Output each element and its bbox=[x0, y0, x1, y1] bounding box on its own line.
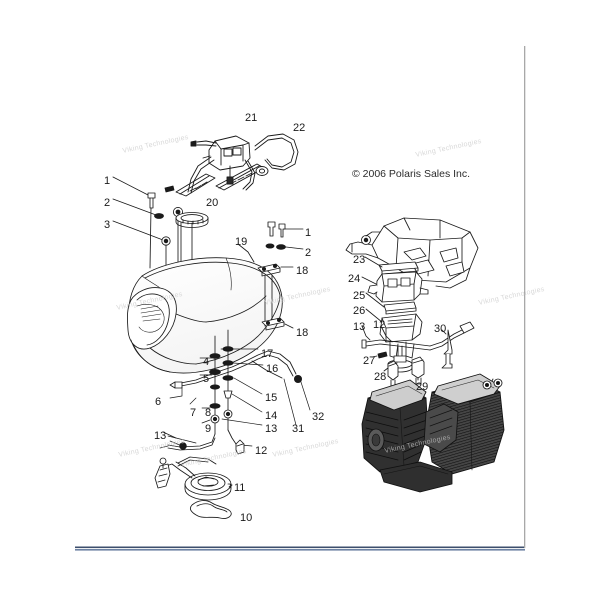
callout-number: 20 bbox=[206, 197, 219, 209]
fastener-group-right bbox=[265, 221, 304, 250]
callout-number: 26 bbox=[353, 305, 366, 317]
callout-number: 11 bbox=[234, 482, 246, 494]
callout-number: 13 bbox=[154, 430, 167, 442]
callout-number: 32 bbox=[312, 411, 325, 423]
callout-number: 7 bbox=[190, 407, 197, 419]
callout-number: 22 bbox=[293, 122, 306, 134]
callout-number: 12 bbox=[373, 319, 386, 331]
callout-number: 10 bbox=[240, 512, 253, 524]
fuel-pump-assembly bbox=[154, 456, 233, 501]
callout-leaders-hose bbox=[159, 431, 187, 450]
leader-19 bbox=[237, 243, 255, 263]
callout-number: 2 bbox=[305, 247, 312, 259]
callout-number: 27 bbox=[363, 355, 376, 367]
fuel-tank-body bbox=[127, 257, 283, 374]
callout-number: 25 bbox=[353, 290, 366, 302]
callout-number: 29 bbox=[416, 381, 429, 393]
injector-group bbox=[371, 351, 425, 387]
tank-mount-brackets bbox=[257, 263, 294, 331]
callout-number: 4 bbox=[203, 356, 210, 368]
callout-number: 21 bbox=[245, 112, 258, 124]
callout-number: 13 bbox=[353, 321, 366, 333]
callout-number: 18 bbox=[296, 327, 309, 339]
fastener-group-left bbox=[112, 176, 184, 273]
callout-leaders-bottom bbox=[228, 484, 233, 489]
fuel-pump-bracket-assembly bbox=[175, 133, 299, 197]
callout-number: 6 bbox=[155, 396, 162, 408]
callout-number: 2 bbox=[104, 197, 111, 209]
callout-number: 17 bbox=[261, 348, 274, 360]
callout-number: 12 bbox=[255, 445, 268, 457]
callout-number: 24 bbox=[348, 273, 361, 285]
copyright-notice: © 2006 Polaris Sales Inc. bbox=[352, 168, 471, 180]
callout-number: 23 bbox=[353, 254, 366, 266]
callout-number: 19 bbox=[235, 236, 248, 248]
callout-number: 8 bbox=[205, 407, 212, 419]
callout-leaders-center bbox=[167, 348, 311, 447]
callout-number: 5 bbox=[203, 373, 210, 385]
callout-number: 28 bbox=[374, 371, 387, 383]
engine-v-twin bbox=[361, 373, 505, 493]
callout-number: 13 bbox=[265, 423, 278, 435]
callout-number: 3 bbox=[104, 219, 111, 231]
hose-end-fitting bbox=[235, 439, 245, 455]
callout-number: 16 bbox=[266, 363, 279, 375]
page-border bbox=[75, 46, 526, 551]
callout-number: 30 bbox=[434, 323, 447, 335]
callout-number: 14 bbox=[265, 410, 278, 422]
callout-number: 31 bbox=[292, 423, 305, 435]
callout-number: 1 bbox=[104, 175, 111, 187]
fuel-line-cluster bbox=[167, 329, 303, 451]
callout-number: 18 bbox=[296, 265, 309, 277]
callout-number: 1 bbox=[305, 227, 312, 239]
callout-number: 9 bbox=[205, 423, 212, 435]
fuel-tank-gasket bbox=[189, 500, 232, 519]
callout-number: 15 bbox=[265, 392, 278, 404]
right-fuel-rail-linkage bbox=[361, 321, 475, 369]
